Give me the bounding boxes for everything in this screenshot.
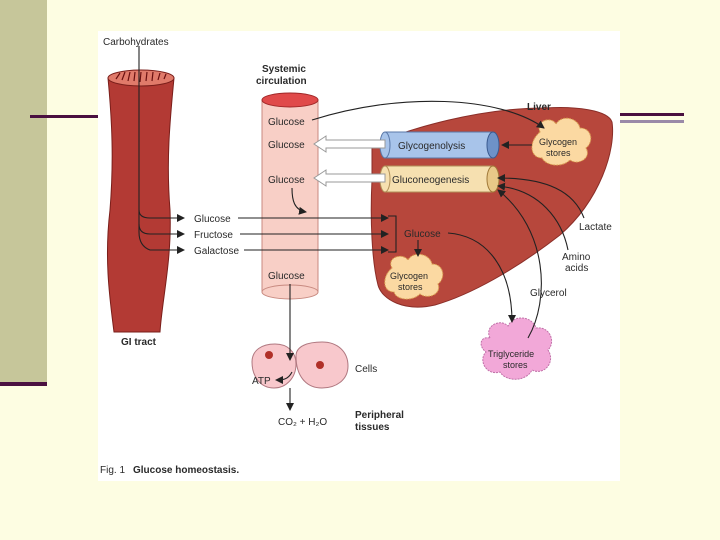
- label-galactose: Galactose: [194, 246, 239, 257]
- label-co2-h2o: CO₂ + H₂O: [278, 417, 327, 428]
- label-triglyceride: Triglyceride: [488, 349, 534, 359]
- label-stores-lower: stores: [398, 282, 423, 292]
- glycogen-stores-lower: [384, 253, 444, 300]
- label-glycogen-upper: Glycogen: [539, 137, 577, 147]
- label-glucose-lower: Glucose: [268, 175, 305, 186]
- cell-left: [251, 343, 297, 389]
- left-accent-base: [0, 382, 47, 386]
- gi-tract-tube: [106, 73, 175, 333]
- systemic-vessel: [261, 99, 319, 293]
- label-glucose-mid: Glucose: [268, 140, 305, 151]
- right-divider-rule-light: [620, 120, 684, 123]
- label-cells: Cells: [355, 364, 377, 375]
- gluconeogenesis-cylinder-cap: [486, 165, 500, 193]
- glycogenolysis-cylinder-cap: [486, 131, 500, 159]
- label-glucose-gi: Glucose: [194, 214, 231, 225]
- systemic-vessel-top: [261, 92, 319, 108]
- label-glucose-top: Glucose: [268, 117, 305, 128]
- label-glycogen-lower: Glycogen: [390, 271, 428, 281]
- diagram-canvas: Carbohydrates Systemic circulation Liver…: [100, 37, 614, 476]
- glycogen-stores-upper: [531, 117, 592, 166]
- label-lactate: Lactate: [579, 222, 612, 233]
- label-gluconeogenesis: Gluconeogenesis: [392, 175, 469, 186]
- label-glucose-vessel: Glucose: [268, 271, 305, 282]
- right-divider-rule: [620, 113, 684, 116]
- cell-nucleus: [265, 351, 273, 359]
- label-fructose: Fructose: [194, 230, 233, 241]
- label-systemic: Systemic: [262, 64, 306, 75]
- glucose-homeostasis-figure: Carbohydrates Systemic circulation Liver…: [98, 31, 620, 481]
- label-tissues: tissues: [355, 422, 390, 433]
- glycogenolysis-output-arrow: [313, 135, 386, 153]
- label-atp: ATP: [252, 376, 271, 387]
- gluconeogenesis-cylinder: [384, 165, 494, 193]
- label-carbohydrates: Carbohydrates: [103, 37, 169, 48]
- label-stores-upper: stores: [546, 148, 571, 158]
- label-amino: Amino: [562, 252, 591, 263]
- glycogenolysis-cylinder: [384, 131, 494, 159]
- left-divider-rule: [30, 115, 98, 118]
- triglyceride-stores: [480, 317, 552, 380]
- gluconeogenesis-output-arrow: [313, 169, 386, 187]
- label-glycerol: Glycerol: [530, 288, 567, 299]
- label-triglyceride-stores: stores: [503, 360, 528, 370]
- label-acids: acids: [565, 263, 588, 274]
- label-peripheral: Peripheral: [355, 410, 404, 421]
- pathway-arrows: [138, 46, 585, 411]
- label-circulation: circulation: [256, 76, 307, 87]
- left-accent-bar: [0, 0, 47, 385]
- caption-prefix: Fig. 1: [100, 465, 125, 476]
- gi-tract-villi: [115, 71, 167, 83]
- label-glucose-liver: Glucose: [404, 229, 441, 240]
- cell-nucleus: [316, 361, 324, 369]
- label-glycogenolysis: Glycogenolysis: [398, 141, 465, 152]
- label-liver: Liver: [527, 102, 551, 113]
- caption-title: Glucose homeostasis.: [133, 465, 239, 476]
- label-gi-tract: GI tract: [121, 337, 157, 348]
